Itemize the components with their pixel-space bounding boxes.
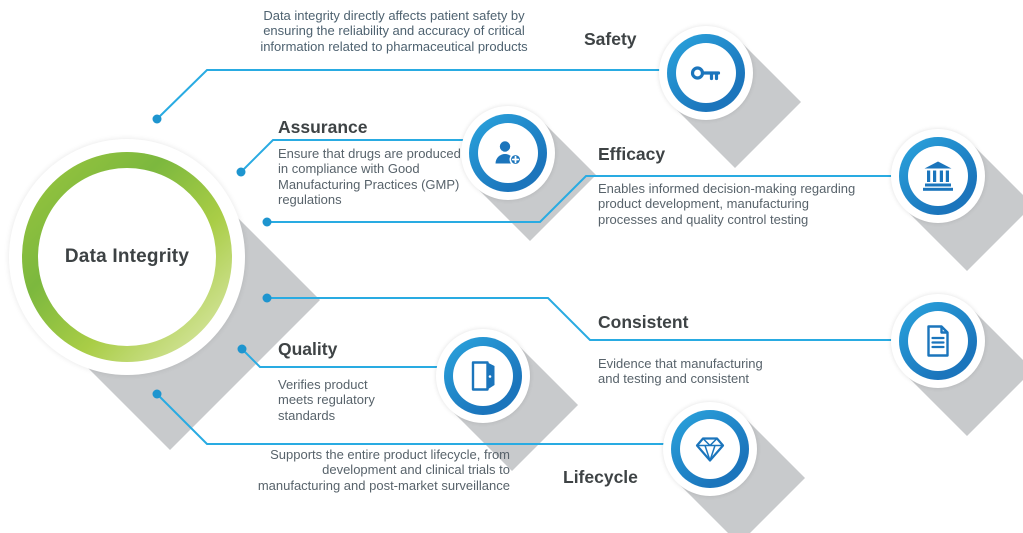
connector-assurance (240, 139, 467, 173)
node-circle-efficacy (891, 129, 985, 223)
lifecycle-blue-ring (671, 410, 749, 488)
connector-safety (156, 69, 660, 120)
consistent-inner-circle (908, 311, 968, 371)
description-quality: Verifies product meets regulatory standa… (278, 377, 375, 423)
dot-assurance (236, 167, 246, 177)
node-circle-safety (659, 26, 753, 120)
person-add-icon (495, 141, 522, 166)
label-consistent: Consistent (598, 312, 689, 332)
quality-blue-ring (444, 337, 522, 415)
dot-consistent (262, 293, 272, 303)
key-icon (690, 66, 721, 81)
document-icon (927, 325, 949, 357)
assurance-inner-circle (478, 123, 538, 183)
label-lifecycle: Lifecycle (563, 467, 638, 487)
dot-efficacy (262, 217, 272, 227)
connector-lifecycle (156, 393, 665, 445)
safety-blue-ring (667, 34, 745, 112)
lifecycle-inner-circle (680, 419, 740, 479)
description-consistent: Evidence that manufacturing and testing … (598, 356, 763, 387)
efficacy-blue-ring (899, 137, 977, 215)
node-circle-lifecycle (663, 402, 757, 496)
efficacy-inner-circle (908, 146, 968, 206)
connector-quality (241, 348, 438, 368)
description-safety: Data integrity directly affects patient … (260, 8, 528, 54)
consistent-blue-ring (899, 302, 977, 380)
label-quality: Quality (278, 339, 338, 359)
node-circle-quality (436, 329, 530, 423)
node-circle-consistent (891, 294, 985, 388)
label-safety: Safety (584, 29, 637, 49)
center-node: Data Integrity (9, 139, 245, 375)
center-green-ring: Data Integrity (22, 152, 232, 362)
connector-consistent (267, 297, 893, 341)
dot-quality (237, 344, 247, 354)
center-title: Data Integrity (64, 246, 190, 267)
description-lifecycle: Supports the entire product lifecycle, f… (257, 447, 510, 493)
dot-lifecycle (152, 389, 162, 399)
connector-dots (152, 114, 272, 399)
assurance-blue-ring (469, 114, 547, 192)
connector-efficacy (267, 175, 893, 223)
connector-lines (156, 69, 893, 445)
center-inner-circle: Data Integrity (38, 168, 216, 346)
open-door-icon (471, 361, 495, 391)
diamond-icon (695, 437, 725, 462)
dot-safety (152, 114, 162, 124)
node-circle-assurance (461, 106, 555, 200)
bank-icon (923, 161, 953, 191)
safety-inner-circle (676, 43, 736, 103)
description-assurance: Ensure that drugs are produced in compli… (278, 146, 461, 207)
label-assurance: Assurance (278, 117, 368, 137)
description-efficacy: Enables informed decision-making regardi… (598, 181, 856, 227)
quality-inner-circle (453, 346, 513, 406)
label-efficacy: Efficacy (598, 144, 666, 164)
